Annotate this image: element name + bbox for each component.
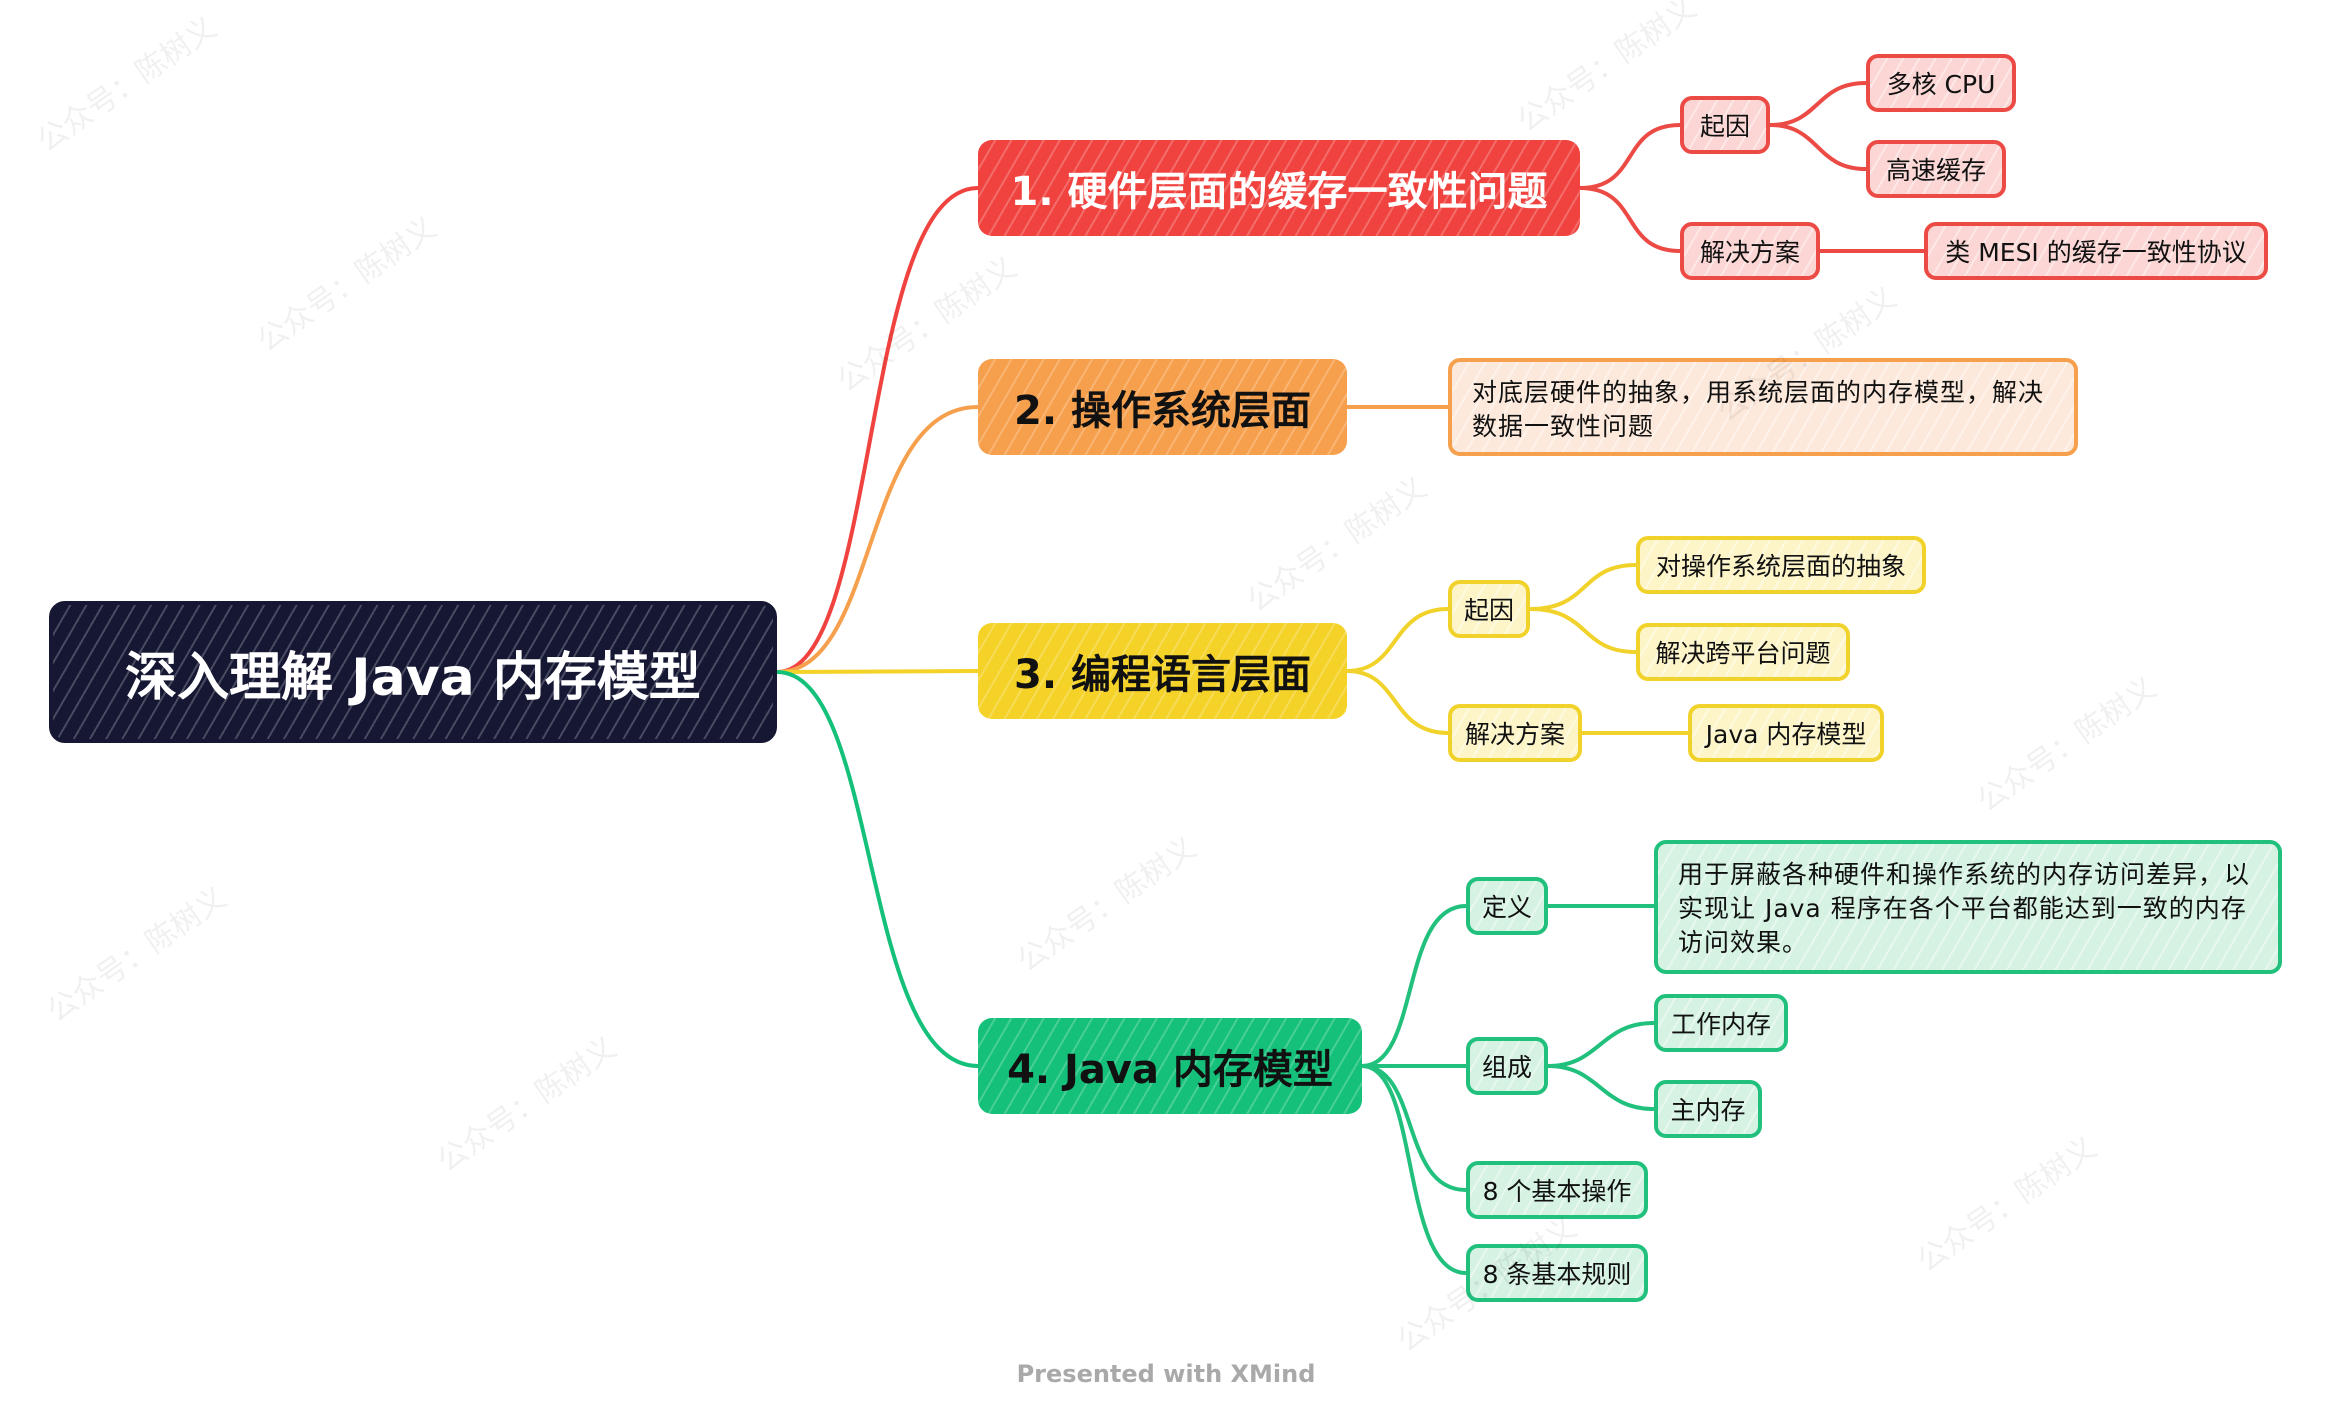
branch1-connectors xyxy=(1578,81,1926,253)
b4-definition-label: 定义 xyxy=(1482,893,1533,922)
b1-cause-item-1-label: 多核 CPU xyxy=(1886,70,1996,99)
b4-definition-text-content: 用于屏蔽各种硬件和操作系统的内存访问差异，以实现让 Java 程序在各个平台都能… xyxy=(1678,860,2251,957)
b1-cause-label: 起因 xyxy=(1700,112,1751,141)
b3-solution-item-1-label: Java 内存模型 xyxy=(1705,720,1867,749)
b1-solution-label: 解决方案 xyxy=(1700,238,1801,267)
b1-cause-item-2-label: 高速缓存 xyxy=(1886,156,1987,185)
root-topic-label: 深入理解 Java 内存模型 xyxy=(125,647,701,708)
link-b4-composition-item1 xyxy=(1546,1021,1656,1068)
b3-cause-item-crossplatform[interactable]: 解决跨平台问题 xyxy=(1636,623,1850,681)
link-b4-composition-item2 xyxy=(1546,1064,1656,1111)
branch-1-label: 1. 硬件层面的缓存一致性问题 xyxy=(1010,169,1548,215)
b4-composition-item-1-label: 工作内存 xyxy=(1671,1010,1772,1039)
b4-definition-text[interactable]: 用于屏蔽各种硬件和操作系统的内存访问差异，以实现让 Java 程序在各个平台都能… xyxy=(1654,840,2282,974)
b4-composition-label: 组成 xyxy=(1482,1053,1533,1082)
b1-cause-item-cache[interactable]: 高速缓存 xyxy=(1866,140,2006,198)
branch-3-language[interactable]: 3. 编程语言层面 xyxy=(978,623,1347,719)
link-root-branch1 xyxy=(775,186,980,674)
link-b1-cause xyxy=(1578,123,1682,190)
b1-solution-item-1-label: 类 MESI 的缓存一致性协议 xyxy=(1945,238,2247,267)
b1-cause-item-multicore[interactable]: 多核 CPU xyxy=(1866,54,2016,112)
b4-composition-item-2-label: 主内存 xyxy=(1670,1096,1746,1125)
link-b3-solution xyxy=(1345,669,1450,735)
b1-solution-node[interactable]: 解决方案 xyxy=(1680,222,1820,280)
b4-composition-node[interactable]: 组成 xyxy=(1466,1037,1548,1095)
link-b1-cause-item2 xyxy=(1768,123,1868,171)
b2-note[interactable]: 对底层硬件的抽象，用系统层面的内存模型，解决数据一致性问题 xyxy=(1448,358,2078,456)
root-connectors xyxy=(775,186,980,1068)
b3-cause-item-2-label: 解决跨平台问题 xyxy=(1655,639,1831,668)
branch-1-hardware[interactable]: 1. 硬件层面的缓存一致性问题 xyxy=(978,140,1580,236)
b4-rules-label: 8 条基本规则 xyxy=(1482,1260,1632,1289)
link-root-branch3 xyxy=(775,669,980,674)
b1-solution-item-mesi[interactable]: 类 MESI 的缓存一致性协议 xyxy=(1924,222,2268,280)
b4-composition-item-working-memory[interactable]: 工作内存 xyxy=(1654,994,1788,1052)
b4-operations-node[interactable]: 8 个基本操作 xyxy=(1466,1161,1648,1219)
b2-note-text: 对底层硬件的抽象，用系统层面的内存模型，解决数据一致性问题 xyxy=(1472,378,2045,441)
link-b4-definition xyxy=(1360,904,1468,1068)
link-b3-cause xyxy=(1345,607,1450,673)
footer-presented-with: Presented with XMind xyxy=(1016,1360,1316,1388)
b3-cause-item-abstraction[interactable]: 对操作系统层面的抽象 xyxy=(1636,536,1926,594)
b4-definition-node[interactable]: 定义 xyxy=(1466,877,1548,935)
b4-rules-node[interactable]: 8 条基本规则 xyxy=(1466,1244,1648,1302)
root-topic[interactable]: 深入理解 Java 内存模型 xyxy=(49,601,777,743)
link-b1-solution xyxy=(1578,186,1682,253)
b3-cause-item-1-label: 对操作系统层面的抽象 xyxy=(1656,552,1907,581)
link-root-branch2 xyxy=(775,405,980,674)
b3-solution-item-jmm[interactable]: Java 内存模型 xyxy=(1688,704,1884,762)
link-b3-cause-item1 xyxy=(1528,563,1638,611)
b3-cause-node[interactable]: 起因 xyxy=(1448,580,1530,638)
link-b4-rules xyxy=(1360,1064,1468,1275)
b4-composition-item-main-memory[interactable]: 主内存 xyxy=(1654,1080,1762,1138)
link-root-branch4 xyxy=(775,670,980,1068)
b3-solution-label: 解决方案 xyxy=(1465,720,1566,749)
b1-cause-node[interactable]: 起因 xyxy=(1680,96,1770,154)
branch-4-label: 4. Java 内存模型 xyxy=(1007,1047,1333,1093)
branch-3-label: 3. 编程语言层面 xyxy=(1014,652,1311,698)
branch3-connectors xyxy=(1345,563,1690,735)
link-b4-operations xyxy=(1360,1064,1468,1192)
link-b1-cause-item1 xyxy=(1768,81,1868,127)
b4-operations-label: 8 个基本操作 xyxy=(1482,1177,1632,1206)
branch-4-jmm[interactable]: 4. Java 内存模型 xyxy=(978,1018,1362,1114)
branch-2-label: 2. 操作系统层面 xyxy=(1014,388,1311,434)
b3-solution-node[interactable]: 解决方案 xyxy=(1448,704,1582,762)
branch4-connectors xyxy=(1360,904,1656,1275)
link-b3-cause-item2 xyxy=(1528,607,1638,654)
b3-cause-label: 起因 xyxy=(1464,596,1515,625)
branch-2-os[interactable]: 2. 操作系统层面 xyxy=(978,359,1347,455)
